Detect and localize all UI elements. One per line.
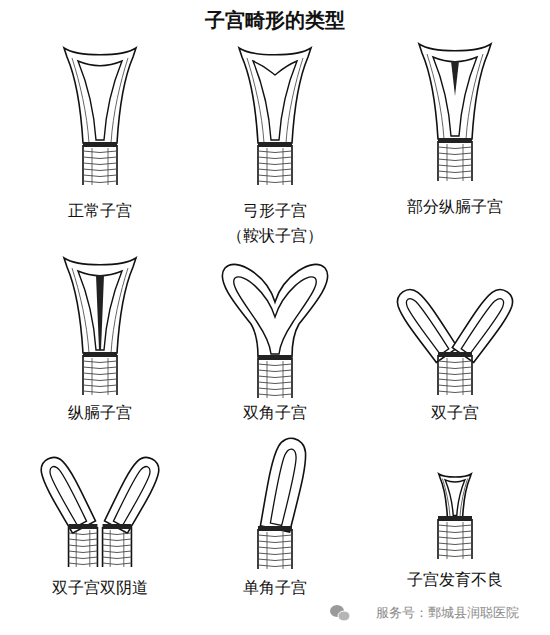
drawing-part (258, 355, 292, 398)
figure-label: 单角子宫 (243, 578, 307, 597)
figure-label: 正常子宫 (68, 201, 132, 220)
septate-uterus (64, 258, 136, 395)
drawing-part (234, 277, 317, 354)
figure-label: 子宫发育不良 (407, 570, 503, 589)
drawing-part (253, 61, 297, 140)
drawing-part (445, 480, 465, 516)
drawing-part (83, 142, 117, 185)
drawing-part (69, 524, 98, 567)
drawing-part (439, 474, 471, 517)
drawing-part (258, 142, 292, 185)
drawing-part (239, 48, 311, 143)
drawing-part (103, 452, 165, 534)
partial-septate-uterus (419, 44, 491, 181)
drawing-part (433, 57, 477, 136)
drawing-part (419, 44, 491, 139)
figure-label: 部分纵膈子宫 (407, 197, 503, 216)
arcuate-uterus (239, 48, 311, 185)
drawing-part (259, 435, 311, 532)
figure-label: 弓形子宫 (243, 201, 307, 220)
unicornuate-uterus (258, 435, 310, 569)
drawing-part (78, 61, 122, 140)
drawing-part (438, 352, 472, 395)
drawing-part (439, 474, 471, 517)
figure-label: 纵膈子宫 (68, 403, 132, 422)
diagram-title: 子宫畸形的类型 (205, 8, 345, 32)
figure-label: （鞍状子宫） (227, 226, 323, 245)
drawing-part (438, 138, 472, 181)
drawing-part (64, 258, 136, 353)
drawing-part (338, 611, 350, 621)
hypoplastic-uterus (438, 474, 472, 559)
figure-label: 双角子宫 (243, 403, 307, 422)
figure-label: 双子宫双阴道 (52, 578, 148, 597)
didelphys-double-vagina (35, 452, 165, 567)
figure-label: 双子宫 (431, 403, 479, 422)
drawing-part (103, 524, 132, 567)
drawing-part (451, 284, 519, 364)
drawing-part (78, 271, 122, 350)
drawing-part (83, 352, 117, 395)
drawing-part (222, 264, 327, 357)
drawing-part (96, 275, 104, 350)
watermark-icon (330, 605, 350, 621)
watermark: 服务号：鄄城县润聪医院 (376, 605, 519, 621)
drawing-part (391, 284, 459, 364)
drawing-part (451, 61, 459, 96)
drawing-part (64, 48, 136, 143)
drawing-part (258, 526, 292, 569)
bicornuate-uterus (222, 264, 327, 398)
drawing-part (35, 452, 97, 534)
drawing-part (438, 516, 472, 559)
didelphys-uterus (391, 284, 519, 395)
normal-uterus (64, 48, 136, 185)
